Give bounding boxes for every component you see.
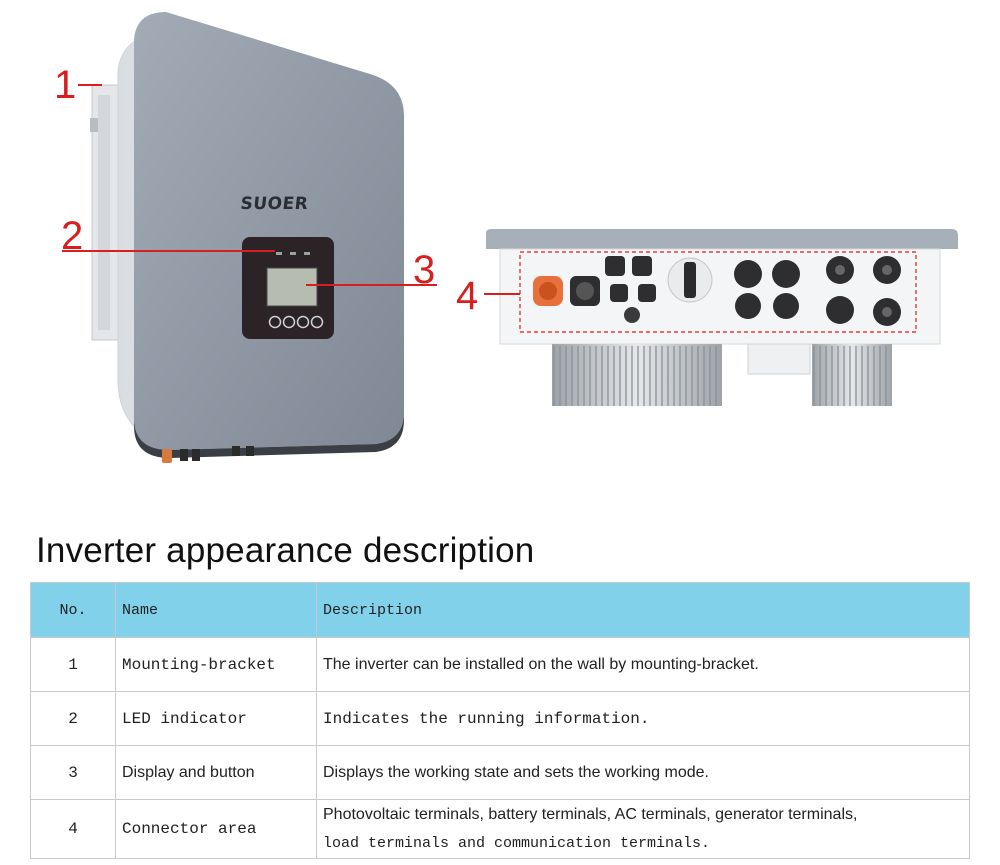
description-table: No. Name Description 1 Mounting-bracket … bbox=[30, 582, 970, 859]
callout-number-2: 2 bbox=[61, 214, 84, 258]
table-row: 3 Display and button Displays the workin… bbox=[30, 745, 970, 800]
brand-logo: SUOER bbox=[240, 194, 310, 214]
column-header-no: No. bbox=[30, 582, 116, 638]
row-name: LED indicator bbox=[115, 691, 317, 746]
product-illustration: SUOER bbox=[54, 12, 958, 463]
control-buttons bbox=[268, 315, 324, 329]
section-title: Inverter appearance description bbox=[36, 531, 535, 570]
callout-number-3: 3 bbox=[413, 248, 436, 292]
row-number: 4 bbox=[30, 799, 116, 859]
lcd-screen bbox=[266, 267, 318, 307]
row-description: Photovoltaic terminals, battery terminal… bbox=[316, 799, 970, 859]
callout-line-3 bbox=[306, 284, 437, 286]
connector-area-outline bbox=[519, 251, 917, 333]
battery-connectors bbox=[533, 276, 600, 306]
column-header-name: Name bbox=[115, 582, 317, 638]
pv-connectors bbox=[605, 256, 656, 323]
pv-switch bbox=[667, 257, 713, 303]
row-name: Mounting-bracket bbox=[115, 637, 317, 692]
callout-number-4: 4 bbox=[456, 274, 479, 318]
row-number: 3 bbox=[30, 745, 116, 800]
heat-sink bbox=[552, 343, 892, 406]
row-description: Indicates the running information. bbox=[316, 691, 970, 746]
inverter-bottom-view bbox=[486, 229, 958, 406]
inverter-front-panel bbox=[134, 12, 404, 458]
row-number: 1 bbox=[30, 637, 116, 692]
column-header-description: Description bbox=[316, 582, 970, 638]
row-description-line-2: load terminals and communication termina… bbox=[323, 835, 711, 852]
ac-terminals bbox=[734, 260, 800, 319]
table-row: 4 Connector area Photovoltaic terminals,… bbox=[30, 799, 970, 859]
callout-line-1 bbox=[78, 84, 102, 86]
heat-sink-fins bbox=[553, 346, 887, 406]
row-name: Display and button bbox=[115, 745, 317, 800]
row-description-line-1: Photovoltaic terminals, battery terminal… bbox=[323, 806, 858, 823]
display-panel bbox=[242, 237, 334, 339]
communication-terminals bbox=[826, 256, 901, 326]
row-name: Connector area bbox=[115, 799, 317, 859]
row-description: Displays the working state and sets the … bbox=[316, 745, 970, 800]
led-indicators bbox=[276, 252, 310, 255]
callout-line-2 bbox=[62, 250, 275, 252]
row-description: The inverter can be installed on the wal… bbox=[316, 637, 970, 692]
front-bottom-connectors bbox=[162, 446, 254, 463]
table-row: 2 LED indicator Indicates the running in… bbox=[30, 691, 970, 746]
callout-number-1: 1 bbox=[54, 63, 77, 107]
table-header-row: No. Name Description bbox=[30, 582, 970, 638]
inverter-front-view: SUOER bbox=[90, 12, 958, 463]
table-row: 1 Mounting-bracket The inverter can be i… bbox=[30, 637, 970, 692]
callout-line-4 bbox=[484, 293, 520, 295]
row-number: 2 bbox=[30, 691, 116, 746]
